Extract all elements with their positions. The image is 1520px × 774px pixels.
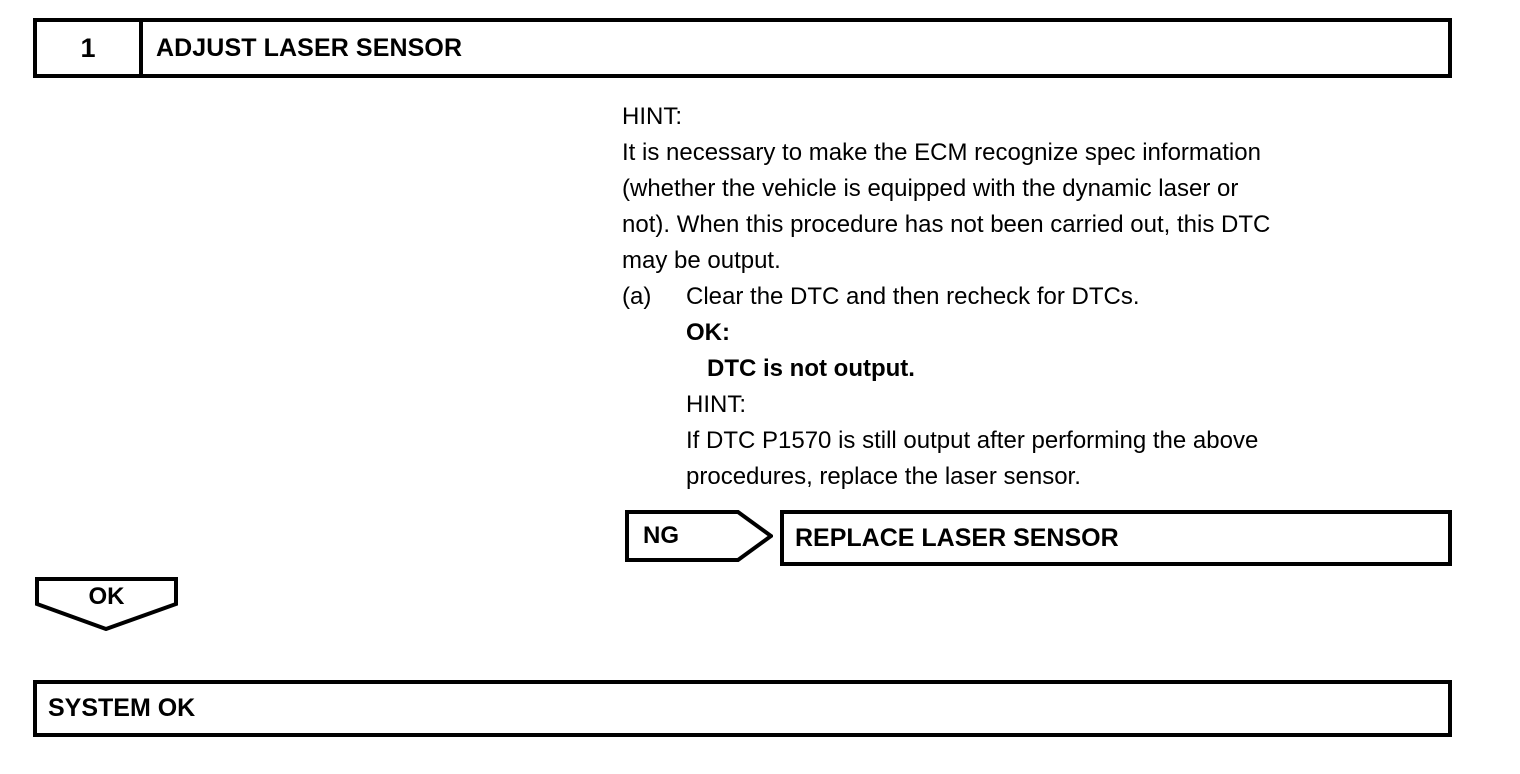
item-marker: (a) [622,283,652,310]
hint-line: (whether the vehicle is equipped with th… [622,175,1239,202]
step-body: HINT: It is necessary to make the ECM re… [622,99,1462,495]
procedure-item-a: (a) Clear the DTC and then recheck for D… [622,279,1462,315]
ok-criteria: DTC is not output. [707,355,915,382]
item-text: Clear the DTC and then recheck for DTCs. [686,283,1140,310]
step-title-cell: ADJUST LASER SENSOR [143,22,1448,74]
hint-line: may be output. [622,247,781,274]
step-header-box: 1 ADJUST LASER SENSOR [33,18,1452,78]
system-ok-label: SYSTEM OK [48,694,196,722]
step-title: ADJUST LASER SENSOR [156,33,463,62]
hint-label-1: HINT: [622,103,682,130]
hint-line: It is necessary to make the ECM recogniz… [622,139,1261,166]
system-ok-box: SYSTEM OK [33,680,1452,737]
ng-arrow-icon [625,510,773,562]
step-number: 1 [80,32,96,63]
hint-line: procedures, replace the laser sensor. [686,463,1081,490]
replace-laser-sensor-label: REPLACE LASER SENSOR [795,523,1119,552]
ok-arrow-icon: OK [35,577,178,631]
hint-label-2: HINT: [686,391,746,418]
step-number-cell: 1 [37,22,143,74]
ok-label: OK: [686,319,730,346]
hint-line: If DTC P1570 is still output after perfo… [686,427,1259,454]
hint-line: not). When this procedure has not been c… [622,211,1271,238]
replace-laser-sensor-box: REPLACE LASER SENSOR [780,510,1452,566]
